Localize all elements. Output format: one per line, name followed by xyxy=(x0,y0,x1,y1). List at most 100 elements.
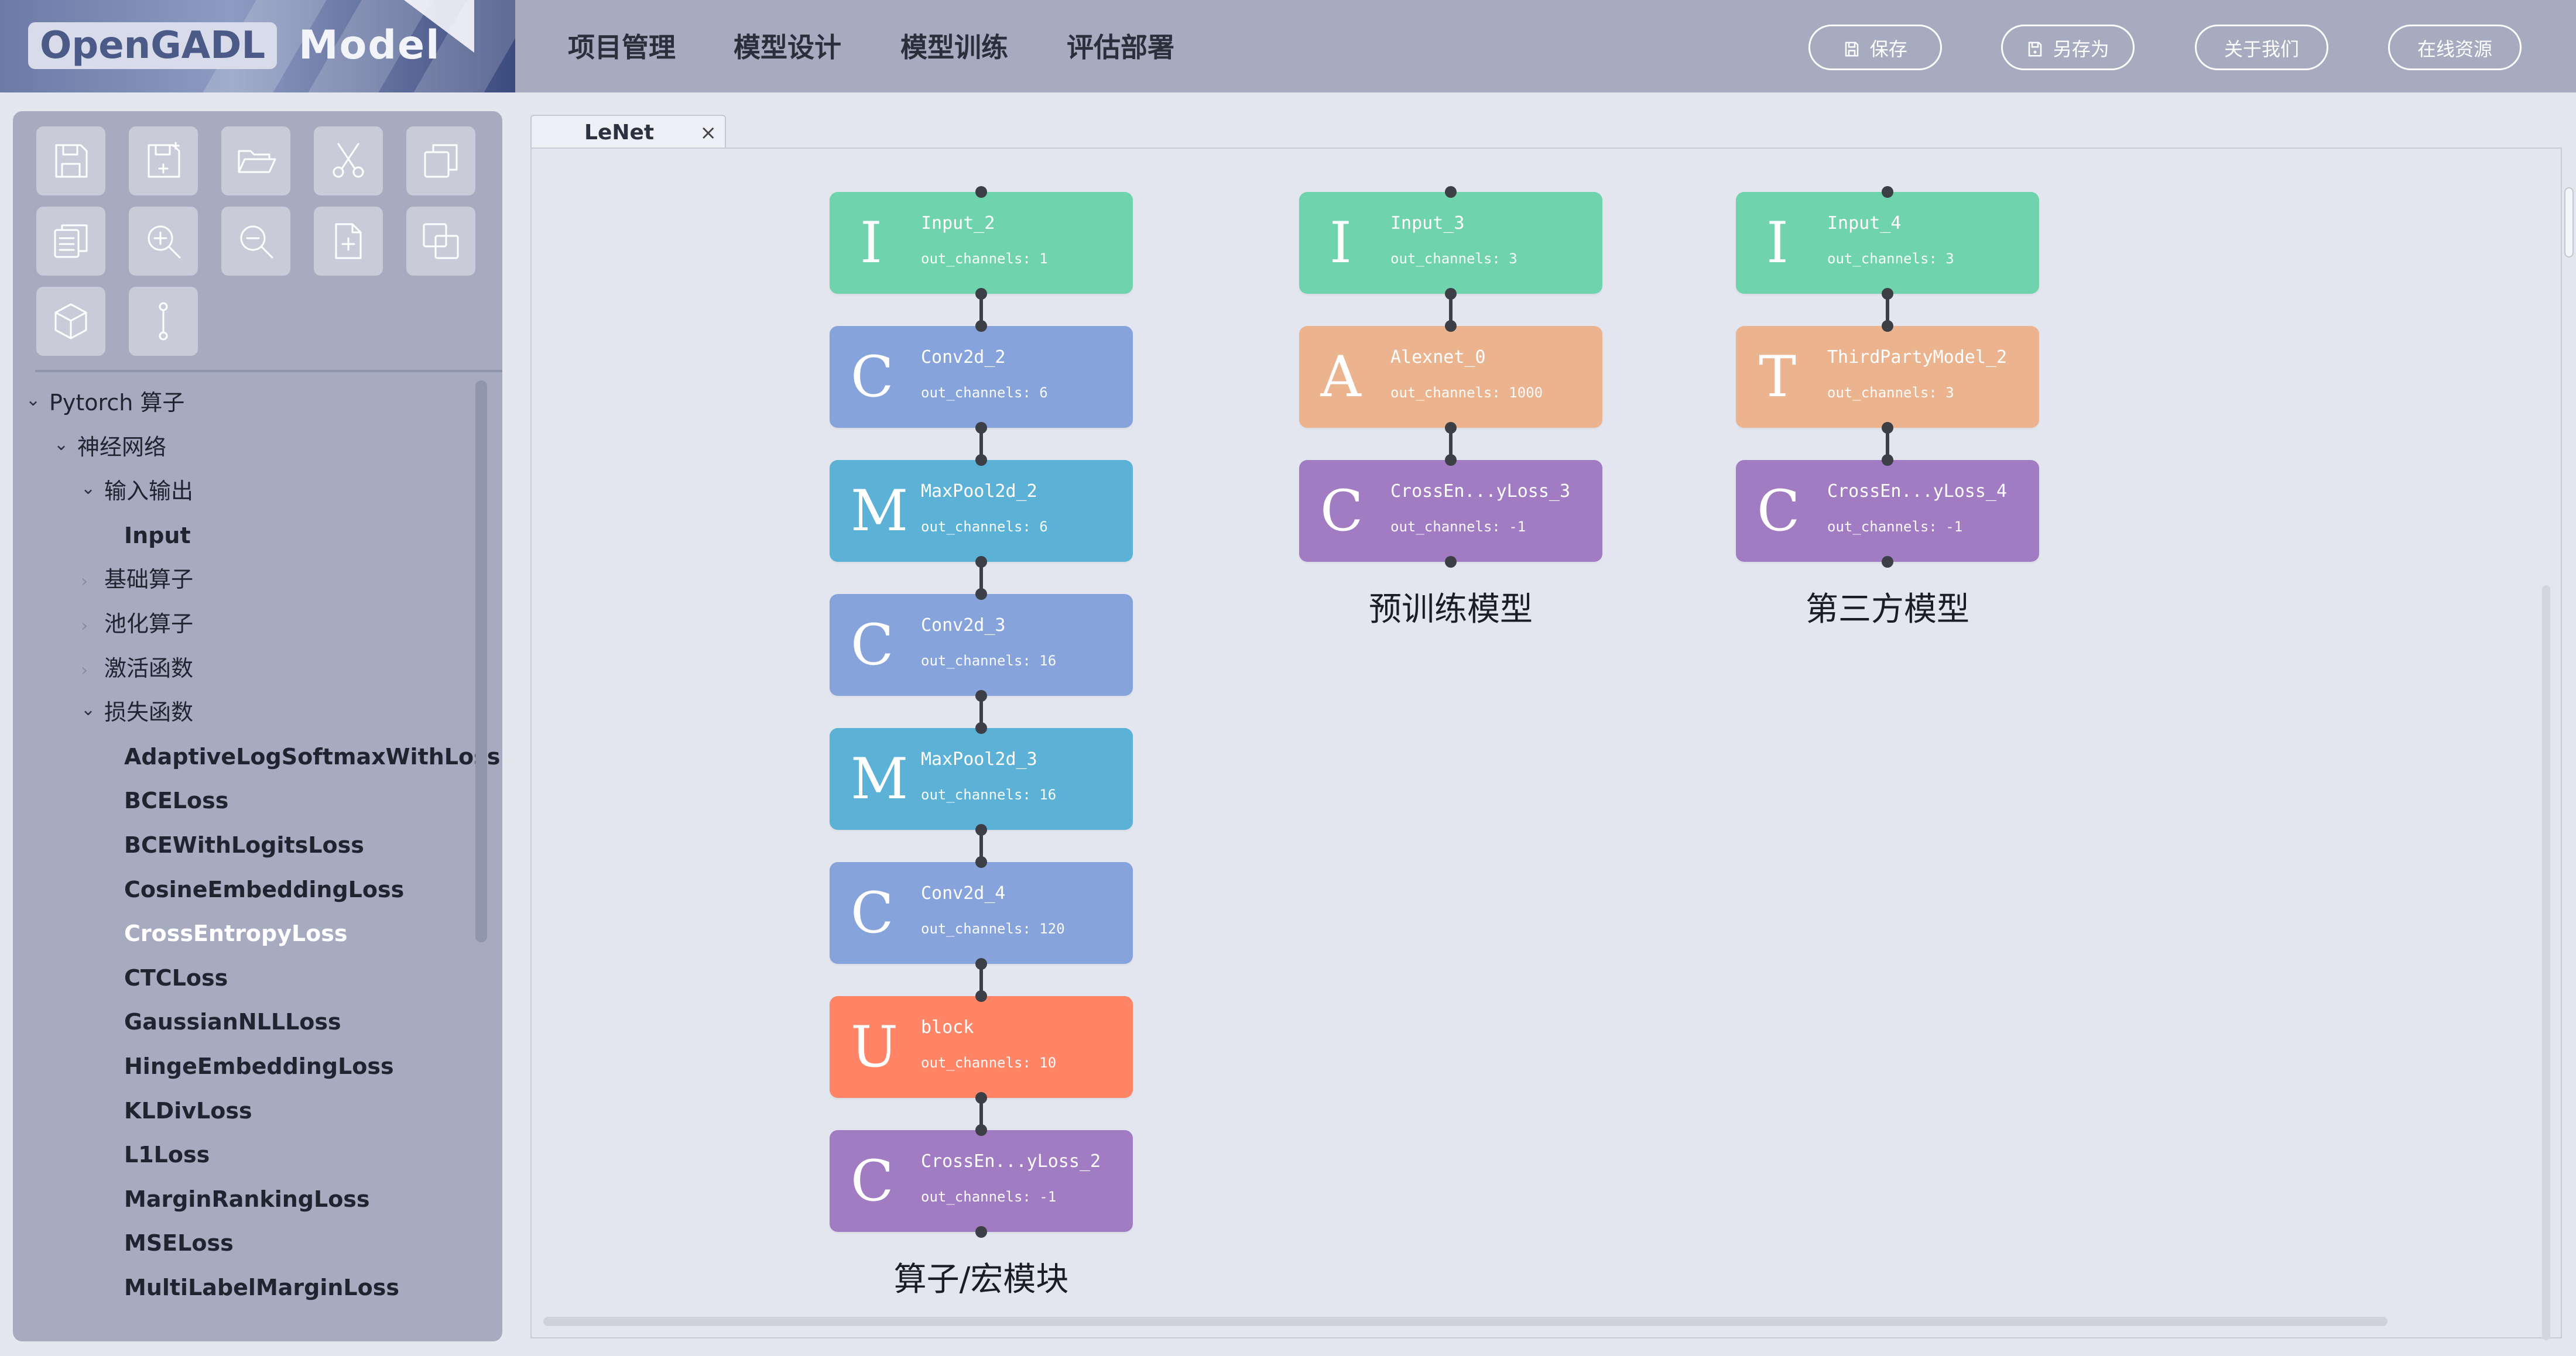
save-as-tool-button[interactable] xyxy=(129,126,198,195)
chevron-down-icon[interactable]: ⌄ xyxy=(26,390,41,410)
input-port[interactable] xyxy=(1882,320,1893,332)
online-resources-button[interactable]: 在线资源 xyxy=(2388,25,2522,70)
tree-item[interactable]: MultiLabelMarginLoss xyxy=(124,1265,399,1310)
tree-item[interactable]: ⌄损失函数 xyxy=(81,690,193,734)
tree-item[interactable]: CrossEntropyLoss xyxy=(124,911,348,956)
tree-item[interactable]: ›激活函数 xyxy=(81,646,193,691)
tab-lenet[interactable]: LeNet × xyxy=(530,115,726,149)
output-port[interactable] xyxy=(1445,556,1457,568)
paste-tool-button[interactable] xyxy=(36,207,105,276)
save-as-button[interactable]: 另存为 xyxy=(2001,25,2135,70)
tree-item-label: 神经网络 xyxy=(77,434,167,460)
node-type-letter: M xyxy=(851,478,909,544)
input-port[interactable] xyxy=(975,320,987,332)
tree-item[interactable]: KLDivLoss xyxy=(124,1089,252,1133)
tree-item[interactable]: GaussianNLLLoss xyxy=(124,1000,341,1044)
chevron-down-icon[interactable]: ⌄ xyxy=(81,478,96,499)
graph-edge[interactable] xyxy=(979,830,983,862)
menu-project-management[interactable]: 项目管理 xyxy=(568,32,676,63)
horizontal-scrollbar[interactable] xyxy=(543,1317,2387,1326)
tree-item[interactable]: AdaptiveLogSoftmaxWithLoss xyxy=(124,734,500,779)
tree-item[interactable]: ›池化算子 xyxy=(81,602,193,646)
input-port[interactable] xyxy=(975,856,987,868)
tree-scrollbar[interactable] xyxy=(475,380,487,942)
input-port[interactable] xyxy=(975,186,987,198)
cube-icon xyxy=(54,303,87,339)
zoom-out-tool-button[interactable] xyxy=(221,207,290,276)
input-port[interactable] xyxy=(975,1124,987,1136)
graph-edge[interactable] xyxy=(979,964,983,996)
graph-edge[interactable] xyxy=(1886,428,1889,460)
tree-item[interactable]: ⌄输入输出 xyxy=(81,469,193,513)
vertical-scroll-thumb[interactable] xyxy=(2564,187,2574,258)
input-port[interactable] xyxy=(975,454,987,466)
input-port[interactable] xyxy=(1882,186,1893,198)
graph-edge[interactable] xyxy=(979,294,983,326)
tree-item[interactable]: HingeEmbeddingLoss xyxy=(124,1044,394,1089)
tree-item[interactable]: BCEWithLogitsLoss xyxy=(124,823,364,867)
graph-edge[interactable] xyxy=(1886,294,1889,326)
open-folder-tool-button[interactable] xyxy=(221,126,290,195)
graph-edge[interactable] xyxy=(979,1098,983,1130)
graph-edge[interactable] xyxy=(979,696,983,728)
input-port[interactable] xyxy=(1445,186,1457,198)
tree-item[interactable]: MSELoss xyxy=(124,1221,234,1265)
vertical-scrollbar[interactable] xyxy=(2542,585,2550,1340)
input-port[interactable] xyxy=(1445,320,1457,332)
connector-tool-button[interactable] xyxy=(129,287,198,356)
tree-item[interactable]: ⌄Pytorch 算子 xyxy=(26,380,184,425)
tree-item[interactable]: BCELoss xyxy=(124,778,228,823)
chevron-right-icon[interactable]: › xyxy=(81,571,88,592)
tree-item[interactable]: ›基础算子 xyxy=(81,557,193,602)
chevron-down-icon[interactable]: ⌄ xyxy=(81,699,96,720)
input-port[interactable] xyxy=(975,588,987,600)
chevron-right-icon[interactable]: › xyxy=(81,660,88,681)
input-port[interactable] xyxy=(1445,454,1457,466)
input-port[interactable] xyxy=(975,722,987,734)
tree-item[interactable]: MarginRankingLoss xyxy=(124,1177,370,1221)
input-port[interactable] xyxy=(975,990,987,1002)
save-tool-button[interactable] xyxy=(36,126,105,195)
menu-evaluate-deploy[interactable]: 评估部署 xyxy=(1067,32,1174,63)
cube-tool-button[interactable] xyxy=(36,287,105,356)
about-us-button[interactable]: 关于我们 xyxy=(2195,25,2328,70)
tree-item[interactable]: CTCLoss xyxy=(124,956,228,1000)
menu-model-design[interactable]: 模型设计 xyxy=(734,32,841,63)
zoom-in-tool-button[interactable] xyxy=(129,207,198,276)
graph-edge[interactable] xyxy=(1449,294,1453,326)
graph-edge[interactable] xyxy=(979,428,983,460)
graph-edge[interactable] xyxy=(979,562,983,594)
output-port[interactable] xyxy=(975,1226,987,1238)
tree-item[interactable]: Input xyxy=(124,513,191,558)
chevron-right-icon[interactable]: › xyxy=(81,616,88,636)
graph-edge[interactable] xyxy=(1449,428,1453,460)
tree-item[interactable]: ⌄ 神经网络 xyxy=(54,425,166,469)
cut-tool-button[interactable] xyxy=(314,126,383,195)
copy-tool-button[interactable] xyxy=(406,126,475,195)
menu-model-training[interactable]: 模型训练 xyxy=(900,32,1008,63)
tree-item[interactable]: L1Loss xyxy=(124,1132,210,1177)
close-icon[interactable]: × xyxy=(700,121,717,145)
new-file-tool-button[interactable] xyxy=(314,207,383,276)
input-port[interactable] xyxy=(1882,454,1893,466)
save-button[interactable]: 保存 xyxy=(1808,25,1942,70)
chevron-down-icon[interactable]: ⌄ xyxy=(54,434,69,455)
tree-item[interactable]: CosineEmbeddingLoss xyxy=(124,867,404,912)
output-port[interactable] xyxy=(1882,556,1893,568)
duplicate-tool-button[interactable] xyxy=(406,207,475,276)
